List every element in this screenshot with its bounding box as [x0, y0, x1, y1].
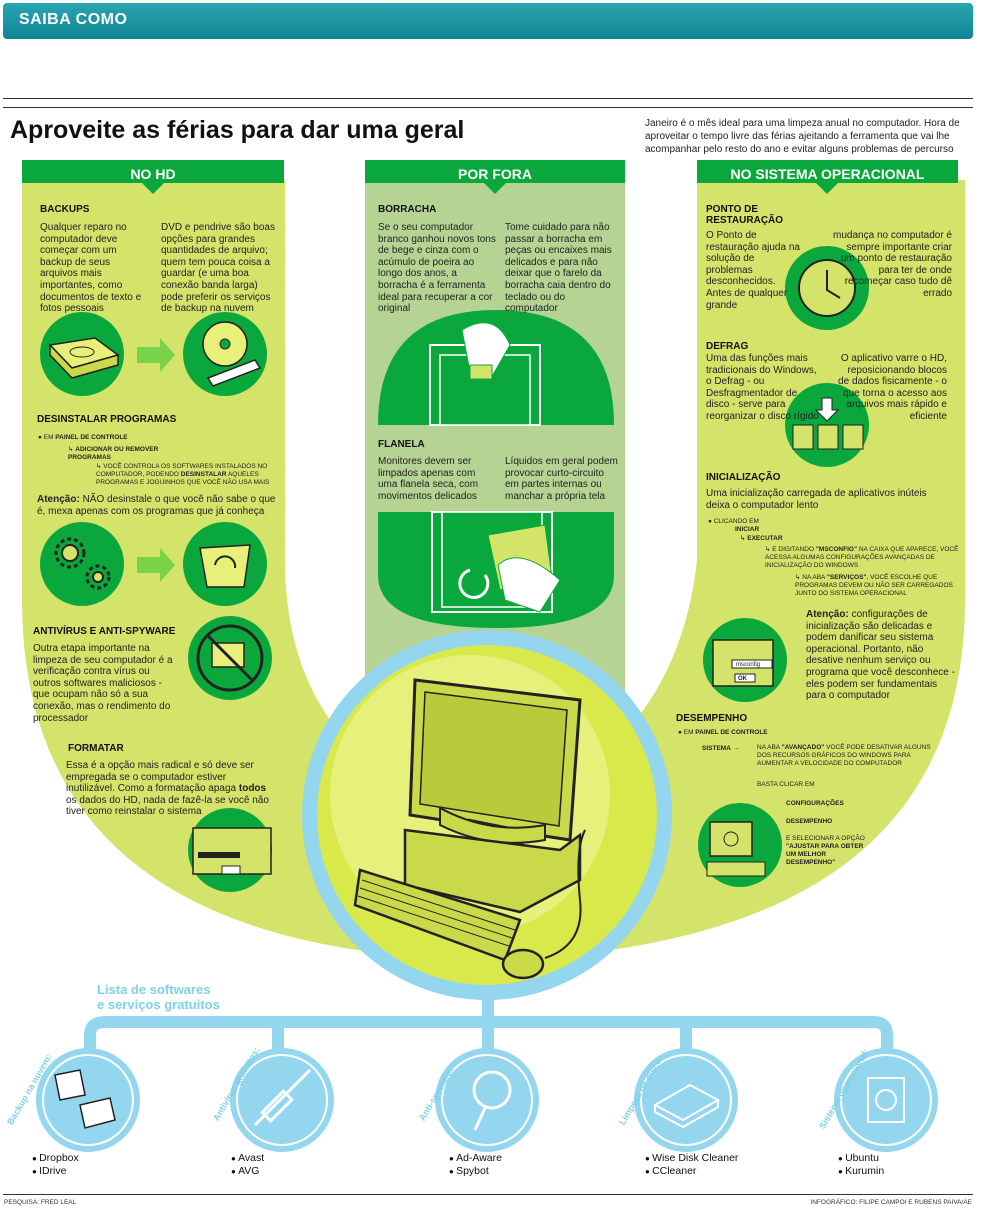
header-brand: SAIBA COMO: [19, 11, 128, 28]
msconfig-window-icon: [703, 618, 787, 702]
ponto-title: PONTO DE RESTAURAÇÃO: [706, 204, 784, 226]
format-window-icon: [188, 808, 272, 892]
backups-left-text: Qualquer reparo no computador deve começ…: [40, 222, 142, 315]
hd-header-shape: [22, 160, 284, 194]
inic-step1: ● CLICANDO EM: [708, 518, 759, 525]
clock-icon: [785, 246, 869, 330]
free-list-title-line1: Lista de softwares: [97, 982, 211, 997]
free-list-so: Ubuntu Kurumin: [838, 1152, 884, 1178]
list-item: Kurumin: [838, 1165, 884, 1178]
header-bar: SAIBA COMO: [3, 3, 973, 39]
desemp-step5: CONFIGURAÇÕES: [786, 800, 844, 807]
hd-atencao-text: Atenção: NÃO desinstale o que você não s…: [37, 494, 276, 517]
col-header-fora: POR FORA: [458, 166, 532, 182]
inicializacao-title: INICIALIZAÇÃO: [706, 472, 781, 483]
list-item: Wise Disk Cleaner: [645, 1152, 738, 1165]
so-atencao-text: Atenção: configurações de inicialização …: [806, 609, 955, 702]
antivirus-text: Outra etapa importante na limpeza de seu…: [33, 643, 173, 724]
desinstalar-step3: ↳ VOCÊ CONTROLA OS SOFTWARES INSTALADOS …: [96, 463, 270, 486]
desemp-step6: DESEMPENHO: [786, 818, 833, 825]
list-item: Ad-Aware: [449, 1152, 502, 1165]
magnifier-icon: [472, 1070, 512, 1131]
formatar-title: FORMATAR: [68, 743, 124, 754]
list-item: Avast: [231, 1152, 264, 1165]
desemp-step2: SISTEMA →: [702, 745, 740, 752]
ponto-right-text: mudança no computador é sempre important…: [833, 230, 952, 299]
free-list-backup: Dropbox IDrive: [32, 1152, 79, 1178]
desinstalar-step1: ● EM PAINEL DE CONTROLE: [38, 434, 128, 441]
list-item: IDrive: [32, 1165, 79, 1178]
list-item: CCleaner: [645, 1165, 738, 1178]
desemp-step7: E SELECIONAR A OPÇÃO "AJUSTAR PARA OBTER…: [786, 835, 865, 866]
inic-step3: ↳ EXECUTAR: [740, 535, 783, 542]
inic-step2: INICIAR: [735, 526, 760, 533]
top-rule-2: [3, 107, 973, 108]
gears-icon: [40, 522, 124, 606]
top-rule: [3, 98, 973, 99]
free-list-antispyware: Ad-Aware Spybot: [449, 1152, 502, 1178]
desempenho-title: DESEMPENHO: [676, 713, 748, 724]
list-item: Dropbox: [32, 1152, 79, 1165]
ponto-left-text: O Ponto de restauração ajuda na solução …: [706, 230, 800, 311]
list-item: AVG: [231, 1165, 264, 1178]
flanela-right-text: Líquidos em geral podem provocar curto-c…: [505, 456, 618, 502]
defrag-right-text: O aplicativo varre o HD, reposicionando …: [838, 353, 947, 422]
smiley-computer-icon: [698, 803, 782, 887]
free-list-limpeza: Wise Disk Cleaner CCleaner: [645, 1152, 738, 1178]
footer-left: PESQUISA: FRED LEAL: [4, 1199, 77, 1206]
desemp-step4: BASTA CLICAR EM: [757, 781, 815, 788]
msconfig-field: msconfig: [736, 662, 761, 668]
borracha-right-text: Tome cuidado para não passar a borracha …: [505, 222, 612, 315]
borracha-title: BORRACHA: [378, 204, 437, 215]
inicializacao-text: Uma inicialização carregada de aplicativ…: [706, 488, 927, 511]
flanela-left-text: Monitores devem ser limpados apenas com …: [378, 456, 479, 502]
dvd-pendrive-icon: [183, 312, 267, 396]
col-header-hd: NO HD: [130, 166, 176, 182]
disk-clean-icon: [652, 1083, 721, 1129]
so-header-shape: [697, 160, 958, 194]
arrow-icon: [137, 338, 175, 372]
defrag-left-text: Uma das funções mais tradicionais do Win…: [706, 353, 819, 422]
fora-header-shape: [365, 160, 625, 194]
free-list-title: Lista de softwares e serviços gratuitos: [97, 982, 220, 1012]
desemp-step1: ● EM PAINEL DE CONTROLE: [678, 729, 768, 736]
ok-button: OK: [738, 676, 747, 682]
footer-right: INFOGRÁFICO: FILIPE CAMPOI E RUBENS PAIV…: [810, 1199, 972, 1206]
page-title: Aproveite as férias para dar uma geral: [10, 116, 465, 144]
os-box-icon: [867, 1077, 905, 1123]
recycle-bin-icon: [183, 522, 267, 606]
intro-text: Janeiro é o mês ideal para uma limpeza a…: [645, 118, 960, 155]
arrow-icon-2: [137, 548, 175, 582]
cloud-backup-icon: [54, 1069, 116, 1129]
desemp-step3: NA ABA "AVANÇADO" VOCÊ PODE DESATIVAR AL…: [757, 744, 931, 767]
antivirus-title: ANTIVÍRUS E ANTI-SPYWARE: [33, 626, 176, 637]
list-item: Ubuntu: [838, 1152, 884, 1165]
hard-disk-icon: [40, 312, 124, 396]
inic-step4: ↳ E DIGITANDO "MSCONFIG" NA CAIXA QUE AP…: [765, 546, 959, 569]
desinstalar-step2: ↳ ADICIONAR OU REMOVER PROGRAMAS: [68, 446, 159, 461]
formatar-text: Essa é a opção mais radical e só deve se…: [66, 760, 269, 818]
borracha-left-text: Se o seu computador branco ganhou novos …: [378, 222, 496, 315]
backups-title: BACKUPS: [40, 204, 90, 215]
free-list-title-line2: e serviços gratuitos: [97, 997, 220, 1012]
col-header-so: NO SISTEMA OPERACIONAL: [730, 166, 925, 182]
defrag-title: DEFRAG: [706, 341, 749, 352]
desinstalar-title: DESINSTALAR PROGRAMAS: [37, 414, 177, 425]
inic-step5: ↳ NA ABA "SERVIÇOS", VOCÊ ESCOLHE QUE PR…: [795, 574, 953, 597]
list-item: Spybot: [449, 1165, 502, 1178]
no-virus-icon: [188, 616, 272, 700]
backups-right-text: DVD e pendrive são boas opções para gran…: [161, 222, 275, 315]
folders-icon: [785, 383, 869, 467]
flanela-title: FLANELA: [378, 439, 425, 450]
syringe-icon: [253, 1068, 312, 1127]
free-list-antivirus: Avast AVG: [231, 1152, 264, 1178]
